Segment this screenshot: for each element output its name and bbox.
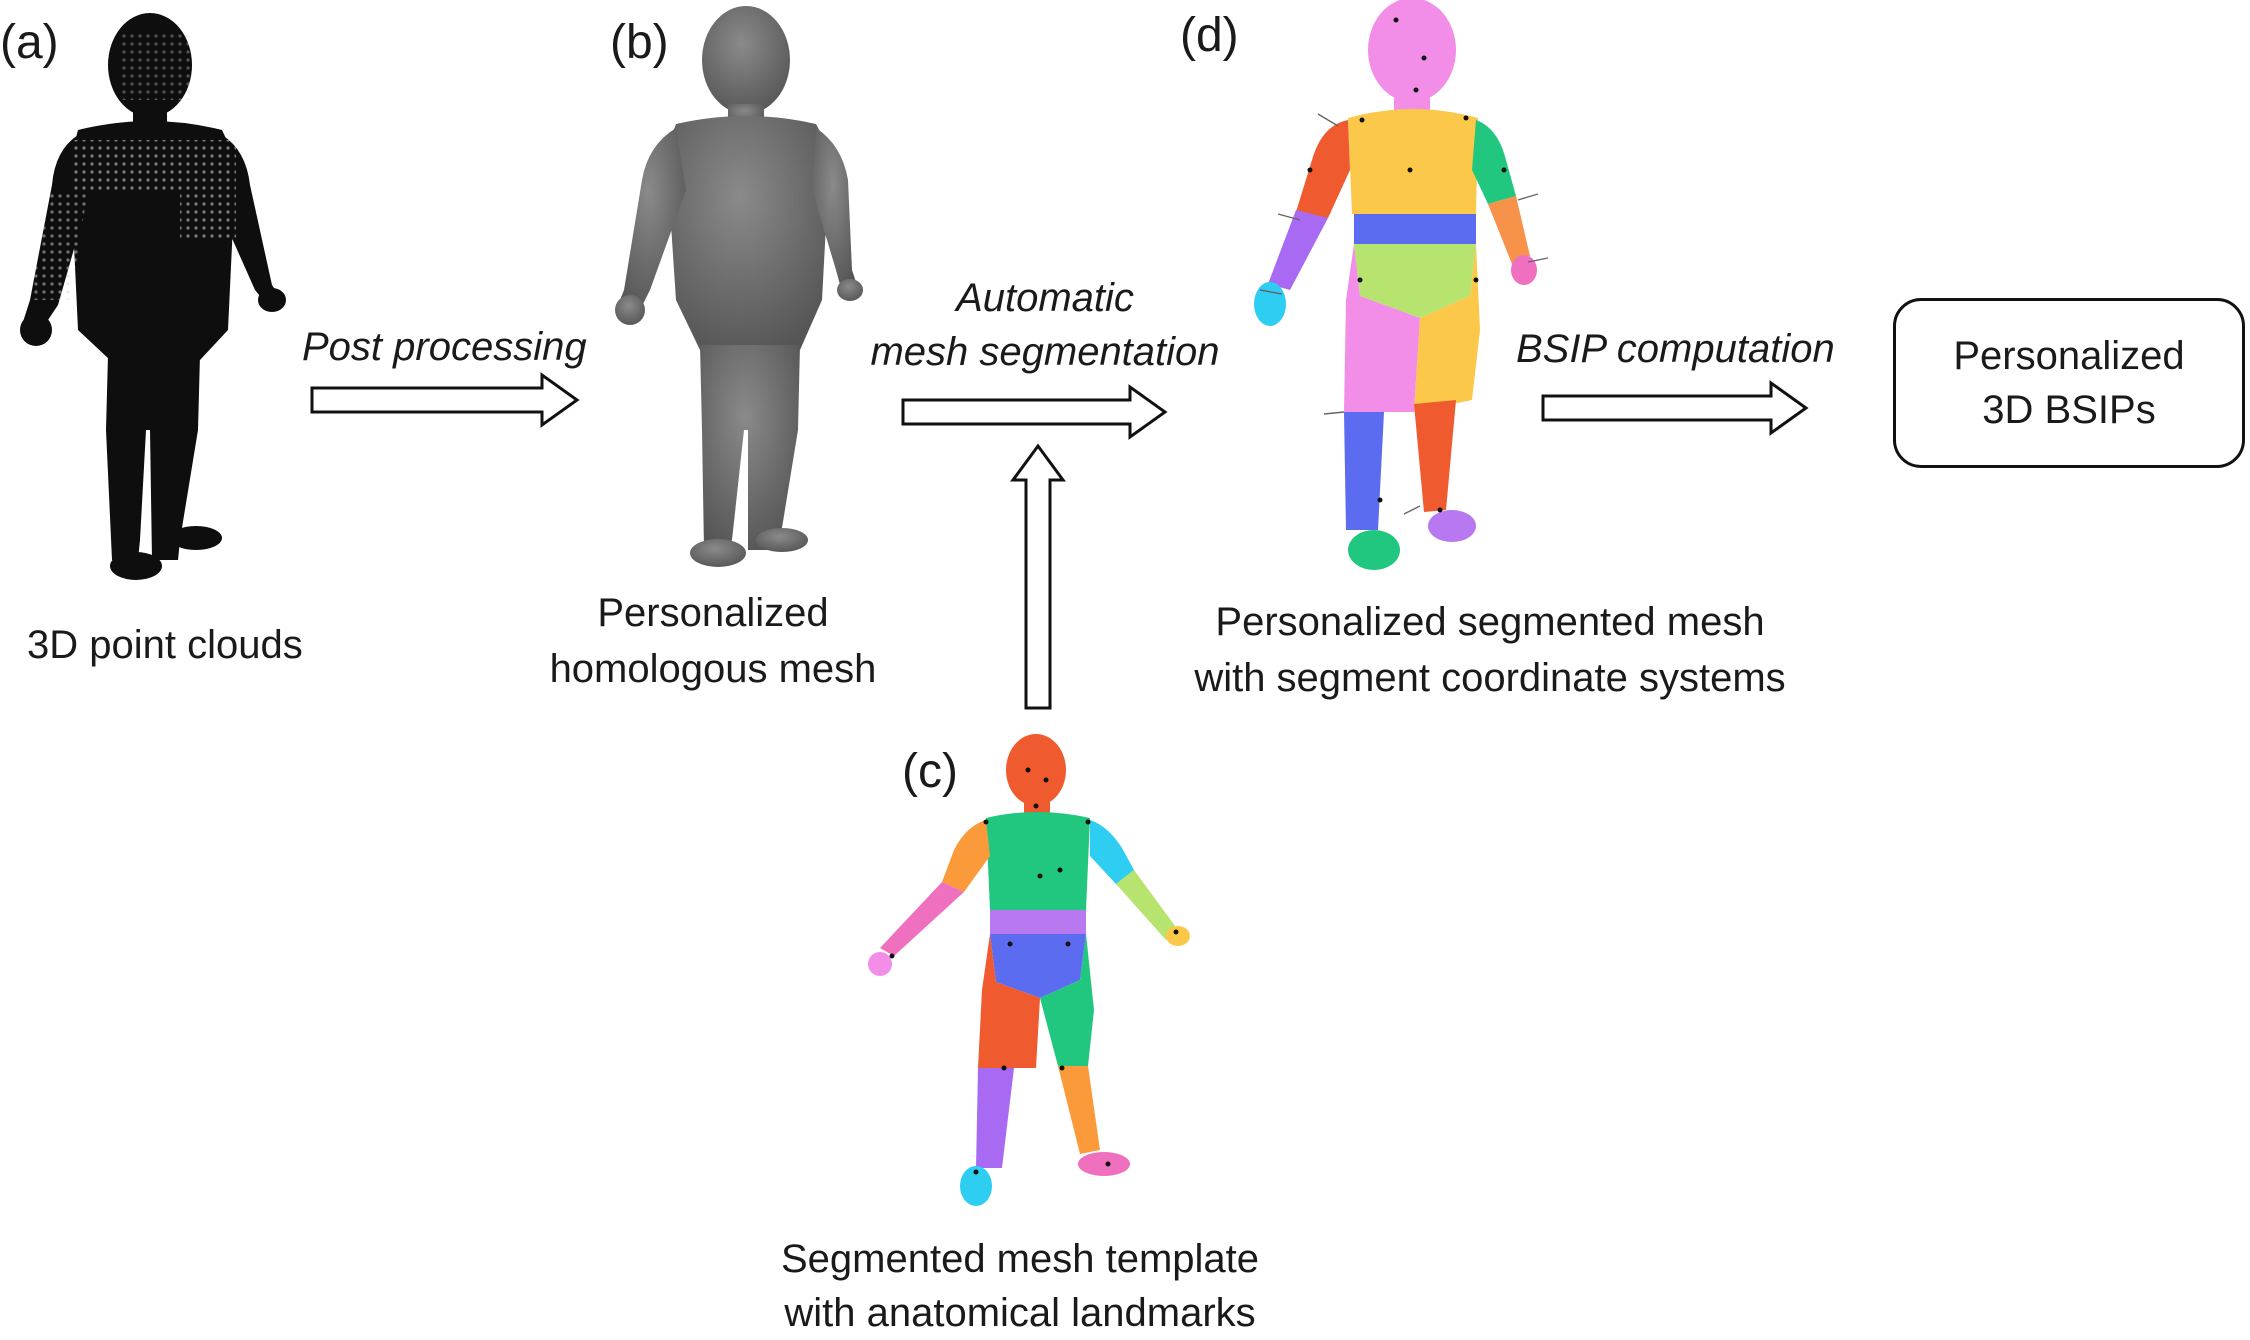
template-head bbox=[1006, 734, 1066, 806]
segment-right-shank bbox=[1344, 412, 1384, 530]
segmented-template-figure bbox=[868, 734, 1190, 1206]
segment-waist bbox=[1354, 214, 1476, 244]
segment-left-foot bbox=[1428, 510, 1476, 542]
template-left-foot bbox=[1078, 1152, 1130, 1176]
template-left-upper-arm bbox=[1090, 820, 1134, 884]
caption-d-line1: Personalized segmented mesh bbox=[1215, 600, 1765, 644]
caption-c-line2: with anatomical landmarks bbox=[784, 1291, 1256, 1335]
template-right-shank bbox=[976, 1068, 1014, 1168]
arrow-label-automatic: Automatic bbox=[956, 276, 1134, 320]
caption-d-line2: with segment coordinate systems bbox=[1194, 656, 1786, 700]
segment-left-forearm bbox=[1488, 196, 1530, 264]
template-left-shank bbox=[1058, 1066, 1100, 1154]
template-right-upper-arm bbox=[942, 820, 990, 892]
arrow-label-mesh-segmentation: mesh segmentation bbox=[870, 330, 1220, 374]
template-right-hand bbox=[868, 952, 892, 976]
segment-left-hand bbox=[1511, 255, 1537, 285]
template-right-foot bbox=[960, 1166, 992, 1206]
template-waist bbox=[990, 910, 1086, 934]
result-line1: Personalized bbox=[1953, 334, 2185, 378]
segment-right-foot bbox=[1348, 530, 1400, 570]
arrow-mesh-segmentation bbox=[901, 384, 1168, 440]
caption-a: 3D point clouds bbox=[27, 623, 303, 667]
segment-right-upper-arm bbox=[1296, 120, 1350, 218]
caption-b-line1: Personalized bbox=[597, 591, 829, 635]
segment-pelvis bbox=[1354, 244, 1476, 318]
arrow-template-up bbox=[1010, 443, 1066, 710]
segment-right-hand bbox=[1254, 282, 1286, 326]
caption-b-line2: homologous mesh bbox=[549, 647, 877, 691]
segment-axes bbox=[1259, 113, 1549, 515]
segment-left-thigh bbox=[1414, 244, 1480, 412]
point-cloud-figure bbox=[20, 13, 286, 580]
flow-arrows bbox=[310, 372, 1809, 710]
landmark-points bbox=[1307, 17, 1507, 513]
panel-label-a: (a) bbox=[0, 16, 59, 69]
template-pelvis bbox=[990, 934, 1086, 998]
template-upper-trunk bbox=[986, 812, 1090, 910]
caption-c-line1: Segmented mesh template bbox=[780, 1237, 1260, 1281]
panel-label-d: (d) bbox=[1180, 9, 1239, 62]
template-left-thigh bbox=[1040, 934, 1094, 1066]
homologous-mesh-figure bbox=[615, 6, 863, 567]
arrow-bsip-computation bbox=[1541, 380, 1809, 436]
template-right-forearm bbox=[880, 882, 964, 956]
point-cloud-scan-lines bbox=[70, 140, 236, 240]
panel-label-c: (c) bbox=[902, 745, 958, 798]
arrow-post-processing bbox=[310, 372, 580, 428]
template-left-hand bbox=[1166, 926, 1190, 946]
result-line2: 3D BSIPs bbox=[1982, 388, 2156, 432]
segment-head bbox=[1368, 0, 1456, 102]
template-landmark-points bbox=[889, 767, 1179, 1175]
segment-right-thigh bbox=[1344, 244, 1420, 412]
result-box-personalized-bsips: Personalized 3D BSIPs bbox=[1893, 298, 2245, 468]
personalized-segmented-mesh-figure bbox=[1254, 0, 1549, 570]
arrow-label-bsip-computation: BSIP computation bbox=[1516, 327, 1835, 371]
point-cloud-head-scan bbox=[120, 30, 190, 100]
template-left-forearm bbox=[1116, 870, 1178, 940]
template-right-thigh bbox=[978, 934, 1040, 1068]
segment-left-upper-arm bbox=[1472, 120, 1516, 204]
segment-upper-trunk bbox=[1348, 109, 1478, 214]
segment-left-shank bbox=[1414, 400, 1456, 512]
segment-right-forearm bbox=[1268, 210, 1328, 290]
point-cloud-arm-scan-left bbox=[30, 190, 88, 300]
panel-label-b: (b) bbox=[610, 16, 669, 69]
arrow-label-post-processing: Post processing bbox=[302, 325, 587, 369]
